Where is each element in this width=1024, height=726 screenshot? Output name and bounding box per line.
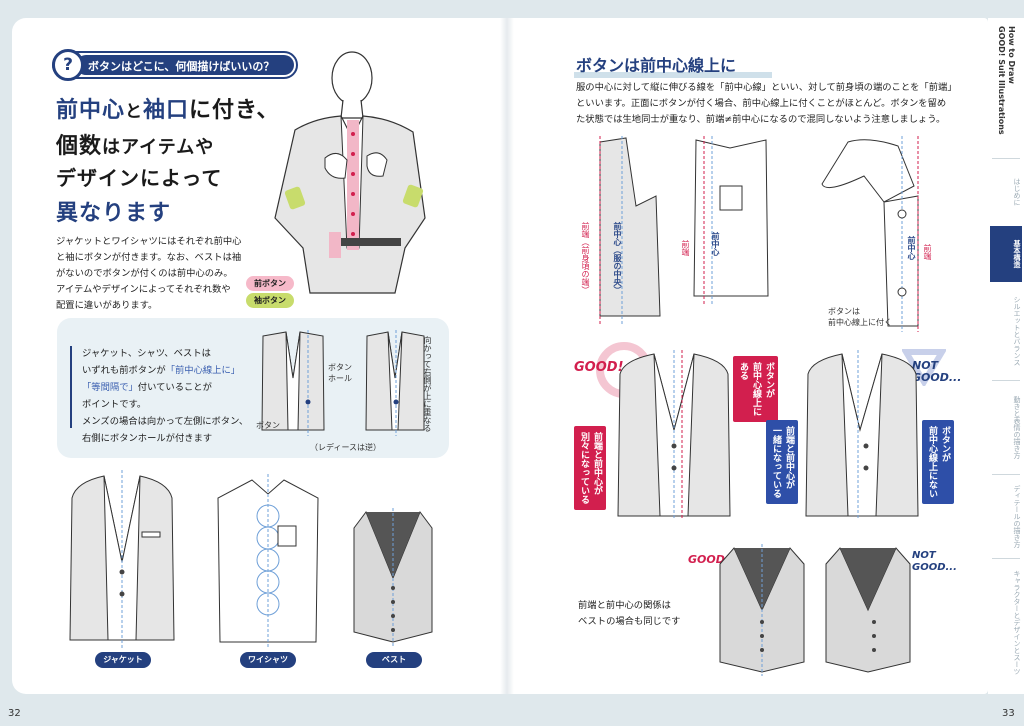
intro-text: ジャケットとワイシャツにはそれぞれ前中心 と袖にボタンが付きます。なお、ベストは… [56, 236, 242, 311]
headline-line-4: 異なります [56, 201, 172, 226]
question-badge: ? ボタンはどこに、何個描けばいいの？ [52, 49, 298, 81]
shirt-illustration [217, 474, 319, 648]
side-index [988, 18, 1024, 694]
tab-intro[interactable]: はじめに [1013, 178, 1021, 206]
jacket-closeup-mens [261, 330, 325, 436]
info-bar [70, 346, 72, 428]
headline-line-3: デザインによって [56, 166, 223, 190]
callout-ng-edge-same: 前端と前中心が 一緒になっている [766, 420, 798, 504]
vest-notgood-label: NOT GOOD... [912, 550, 957, 573]
good-vest-illustration [719, 544, 805, 676]
buttonhole-label: ボタン ホール [328, 363, 352, 383]
collar-closeup-diagram [821, 136, 919, 332]
right-body-text: 服の中心に対して縦に伸びる線を「前中心線」といい、対して前身頃の端のことを「前端… [576, 82, 957, 125]
cuff-button-tag: 袖ボタン [246, 293, 294, 308]
tab-silhouette[interactable]: シルエットとバランス [1013, 296, 1021, 366]
jacket-edge-diagram [599, 136, 661, 324]
callout-good-button-center: ボタンが 前中心線上に ある [733, 356, 778, 422]
shirt-label: ワイシャツ [240, 652, 296, 668]
question-text: ボタンはどこに、何個描けばいいの？ [88, 60, 275, 73]
tab-details[interactable]: ディテールの描き方 [1013, 484, 1021, 548]
headline-line-2: 個数はアイテムや [56, 134, 215, 159]
question-icon: ? [52, 49, 84, 81]
tab-divider [992, 474, 1020, 475]
left-page-number: 32 [8, 708, 21, 719]
right-title: ボタンは前中心線上に [576, 56, 737, 75]
tab-divider [992, 380, 1020, 381]
title-underline [574, 72, 772, 78]
vest-illustration [353, 508, 433, 646]
callout-good-edge-separate: 前端と前中心が 別々になっている [574, 426, 606, 510]
shirt-edge-diagram [693, 136, 769, 304]
notgood-vest-illustration [825, 547, 911, 673]
headline-line-1: 前中心と袖口に付き、 [56, 98, 280, 123]
good-jacket-illustration [617, 350, 731, 520]
jacket-label: ジャケット [95, 652, 151, 668]
tab-basic-structure[interactable]: 基本構造 [990, 226, 1022, 282]
tab-motion[interactable]: 動きと表情の描き方 [1013, 395, 1021, 459]
label-center-c: 前中心 [907, 236, 916, 260]
front-button-tag: 前ボタン [246, 276, 294, 291]
jacket-illustration [69, 470, 175, 648]
info-text: ジャケット、シャツ、ベストは いずれも前ボタンが「前中心線上に」 「等間隔で」付… [82, 348, 249, 444]
ladies-note: （レディースは逆） [310, 443, 382, 452]
tab-divider [992, 558, 1020, 559]
hero-suit-illustration [274, 51, 426, 294]
book-title: How to Draw GOOD! Suit Illustrations [997, 26, 1016, 135]
label-front-edge-a: 前端（前身頃の端） [581, 222, 590, 294]
label-center-b: 前中心 [711, 232, 720, 256]
overlap-note: 向かって右側が上に重なる [423, 336, 432, 432]
right-page-number: 33 [1002, 708, 1015, 719]
collar-note: ボタンは 前中心線上に付く [828, 307, 892, 327]
vest-note: 前端と前中心の関係は ベストの場合も同じです [578, 600, 681, 627]
notgood-triangle-icon [902, 349, 946, 386]
notgood-label: NOT GOOD... [912, 359, 962, 384]
jacket-closeup-overlap [365, 330, 425, 436]
book-gutter [500, 18, 514, 694]
notgood-jacket-illustration [805, 350, 919, 520]
label-front-edge-c: 前端 [923, 244, 932, 260]
callout-ng-button-off: ボタンが 前中心線上にない [922, 420, 954, 504]
label-center-a: 前中心（服の中央） [613, 222, 622, 294]
label-front-edge-b: 前端 [681, 240, 690, 256]
good-label: GOOD! [574, 360, 624, 375]
vest-good-label: GOOD! [688, 553, 730, 566]
tab-character-design[interactable]: キャラクターとデザインとスーツ [1013, 569, 1021, 675]
button-label: ボタン [256, 421, 280, 430]
tab-divider [992, 158, 1020, 159]
vest-label: ベスト [366, 652, 422, 668]
